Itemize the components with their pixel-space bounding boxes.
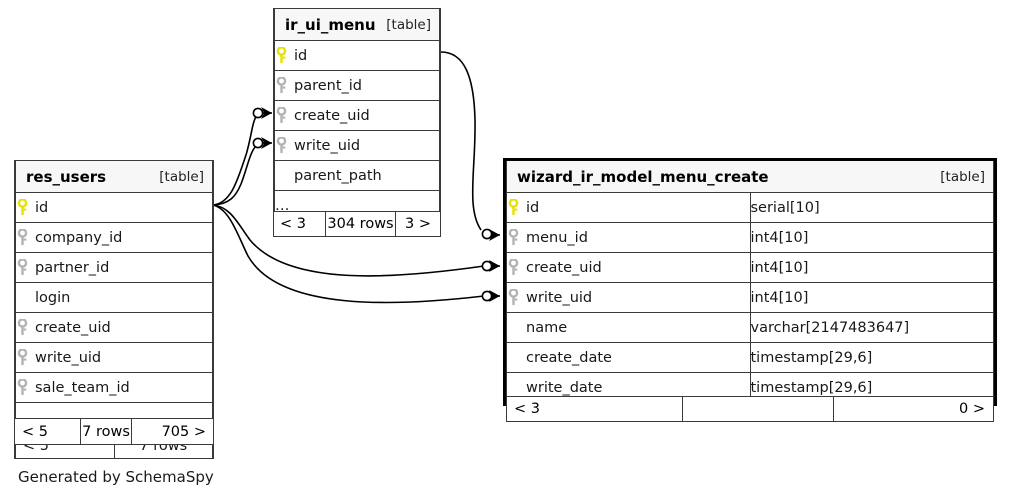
foreign-key-icon [276,77,289,95]
column-name: sale_team_id [35,379,130,396]
foreign-key-icon [276,107,289,125]
primary-key-icon [276,47,289,65]
footer-prev-link[interactable]: < 3 [274,212,326,236]
column-name: write_uid [294,137,361,154]
column-row-parent_path[interactable]: parent_path [274,160,440,191]
footer-row-count: 7 rows [81,419,132,444]
column-name: write_uid [526,289,593,306]
column-row-menu_id[interactable]: menu_id int4[10] [506,222,994,253]
column-row-id[interactable]: id [274,40,440,71]
column-name: id [35,199,49,216]
column-name: write_date [526,379,603,396]
footer-next-link[interactable]: 0 > [959,401,985,417]
table-tag: [table] [940,168,985,185]
foreign-key-icon [17,349,30,367]
table-header-res_users: res_users [table] [15,161,213,193]
foreign-key-icon [507,229,520,247]
column-name: create_uid [294,107,370,124]
column-row-write_uid[interactable]: write_uid [15,342,213,373]
edge-res_users-id-to-ir_ui_menu-write_uid [212,137,272,206]
column-row-create_uid[interactable]: create_uid [15,312,213,343]
table-header-wizard_ir_model_menu_create: wizard_ir_model_menu_create [table] [506,161,994,193]
column-name: company_id [35,229,123,246]
footer-prev-link[interactable]: < 5 [15,419,81,444]
no-key-spacer [507,349,520,367]
column-type: timestamp[29,6] [749,342,994,373]
no-key-spacer [276,167,289,185]
table-tag: [table] [159,168,204,185]
table-res_users[interactable]: res_users [table] [14,160,214,459]
column-name: create_uid [526,259,602,276]
no-key-spacer [507,379,520,397]
no-key-spacer [507,319,520,337]
foreign-key-icon [17,379,30,397]
primary-key-icon [507,199,520,217]
column-name: partner_id [35,259,110,276]
column-row-write_uid[interactable]: write_uid int4[10] [506,282,994,313]
table-footer-ir_ui_menu: < 3 304 rows 3 > [273,211,441,237]
table-wizard_ir_model_menu_create[interactable]: wizard_ir_model_menu_create [table] [503,158,997,406]
column-type: varchar[2147483647] [749,312,994,343]
column-type: int4[10] [749,282,994,313]
column-row-create_date[interactable]: create_date timestamp[29,6] [506,342,994,373]
table-name: ir_ui_menu [285,15,376,34]
column-row-sale_team_id[interactable]: sale_team_id [15,372,213,403]
edge-ir_ui_menu-id-to-wizard-menu_id [440,51,500,241]
footer-next-link[interactable]: 3 > [405,216,431,232]
no-key-spacer [17,289,30,307]
column-type: serial[10] [749,192,994,223]
table-tag: [table] [386,16,431,33]
column-name: create_date [526,349,612,366]
column-type: int4[10] [749,252,994,283]
primary-key-icon [17,199,30,217]
column-row-write_uid[interactable]: write_uid [274,130,440,161]
footer-next-link[interactable]: 705 > [161,423,206,440]
column-name: parent_path [294,167,382,184]
column-name: name [526,319,568,336]
column-row-partner_id[interactable]: partner_id [15,252,213,283]
column-type: int4[10] [749,222,994,253]
footer-row-count: 304 rows [326,212,396,236]
foreign-key-icon [17,259,30,277]
table-name: wizard_ir_model_menu_create [517,167,769,186]
column-name: login [35,289,71,306]
column-row-company_id[interactable]: company_id [15,222,213,253]
table-footer-res_users-nav: < 5 7 rows 705 > [14,418,214,445]
table-footer-wizard_ir_model_menu_create: < 3 0 > [506,396,994,422]
column-row-login[interactable]: login [15,282,213,313]
column-row-create_uid[interactable]: create_uid int4[10] [506,252,994,283]
column-name: parent_id [294,77,363,94]
column-row-name[interactable]: name varchar[2147483647] [506,312,994,343]
edge-res_users-id-to-ir_ui_menu-create_uid [212,107,272,206]
diagram-caption: Generated by SchemaSpy [18,468,214,486]
footer-row-count [683,397,834,421]
foreign-key-icon [507,259,520,277]
table-name: res_users [26,167,107,186]
column-row-id[interactable]: id [15,192,213,223]
table-ir_ui_menu[interactable]: ir_ui_menu [table] [273,8,441,222]
column-row-id[interactable]: id serial[10] [506,192,994,223]
foreign-key-icon [507,289,520,307]
column-name: create_uid [35,319,111,336]
column-row-parent_id[interactable]: parent_id [274,70,440,101]
footer-prev-link[interactable]: < 3 [507,397,683,421]
column-name: menu_id [526,229,588,246]
column-name: id [526,199,540,216]
column-name: write_uid [35,349,102,366]
foreign-key-icon [276,137,289,155]
column-name: id [294,47,308,64]
column-row-create_uid[interactable]: create_uid [274,100,440,131]
foreign-key-icon [17,319,30,337]
foreign-key-icon [17,229,30,247]
table-header-ir_ui_menu: ir_ui_menu [table] [274,9,440,41]
